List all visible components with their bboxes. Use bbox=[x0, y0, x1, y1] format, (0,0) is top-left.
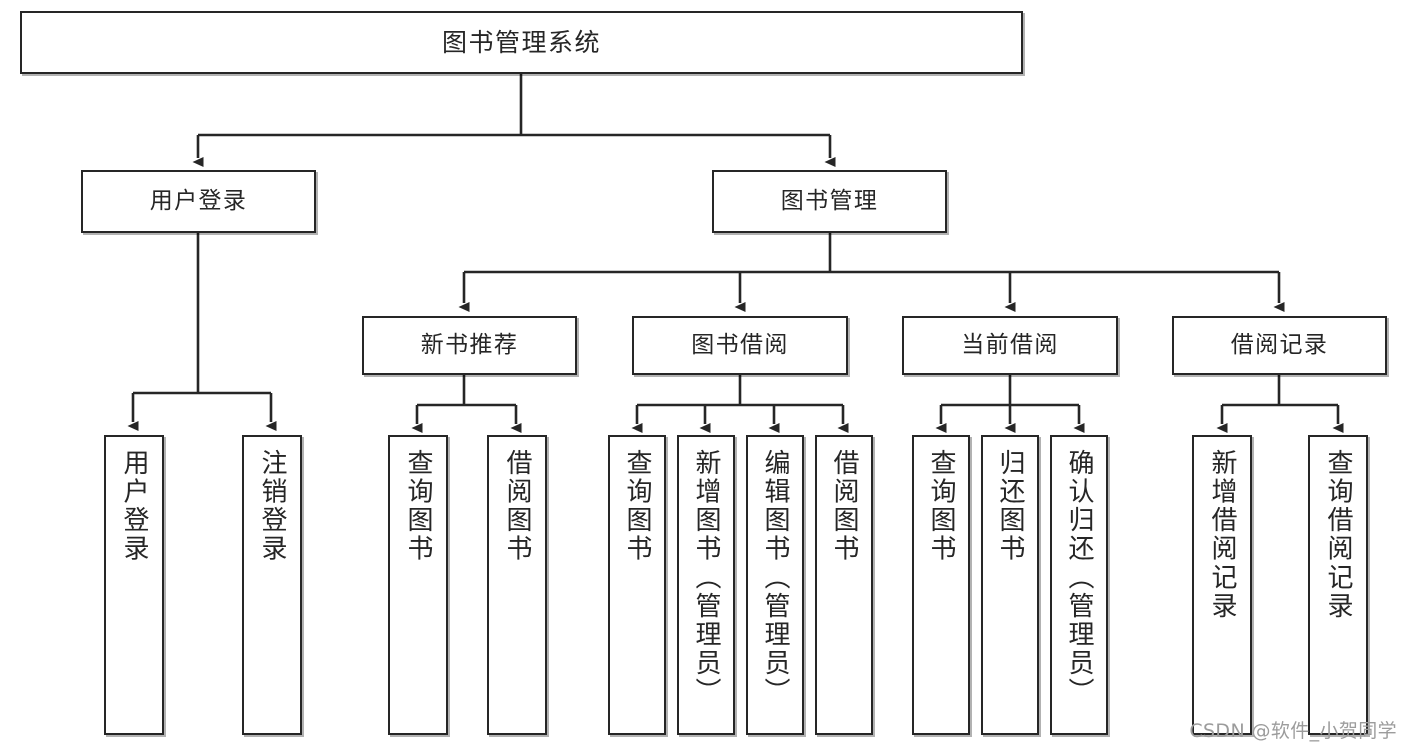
leaf-borrow-add-book-admin[interactable]: 新增图书（管理员） bbox=[677, 435, 735, 735]
node-book-management-label: 图书管理 bbox=[780, 187, 879, 214]
leaf-borrow-add-book-admin-label: 新增图书（管理员） bbox=[691, 449, 721, 707]
leaf-borrow-borrow-book-label: 借阅图书 bbox=[829, 449, 859, 564]
node-user-login-label: 用户登录 bbox=[149, 187, 248, 214]
leaf-current-return-book-label: 归还图书 bbox=[995, 449, 1025, 564]
node-borrow-record-label: 借阅记录 bbox=[1230, 331, 1329, 358]
node-book-management[interactable]: 图书管理 bbox=[712, 170, 947, 233]
leaf-user-logout[interactable]: 注销登录 bbox=[242, 435, 302, 735]
node-book-borrow[interactable]: 图书借阅 bbox=[632, 316, 848, 375]
node-current-borrow[interactable]: 当前借阅 bbox=[902, 316, 1118, 375]
watermark-text: CSDN @软件_小贺同学 bbox=[1189, 720, 1397, 742]
leaf-recommend-query-book-label: 查询图书 bbox=[403, 449, 433, 564]
node-root[interactable]: 图书管理系统 bbox=[20, 11, 1023, 74]
leaf-record-query-borrow-record-label: 查询借阅记录 bbox=[1323, 449, 1353, 621]
leaf-recommend-query-book[interactable]: 查询图书 bbox=[388, 435, 448, 735]
node-user-login[interactable]: 用户登录 bbox=[81, 170, 316, 233]
leaf-current-query-book[interactable]: 查询图书 bbox=[912, 435, 970, 735]
leaf-borrow-query-book[interactable]: 查询图书 bbox=[608, 435, 666, 735]
leaf-current-query-book-label: 查询图书 bbox=[926, 449, 956, 564]
leaf-borrow-query-book-label: 查询图书 bbox=[622, 449, 652, 564]
leaf-borrow-borrow-book[interactable]: 借阅图书 bbox=[815, 435, 873, 735]
node-book-borrow-label: 图书借阅 bbox=[691, 331, 789, 358]
leaf-borrow-edit-book-admin[interactable]: 编辑图书（管理员） bbox=[746, 435, 804, 735]
leaf-user-login-label: 用户登录 bbox=[119, 449, 149, 564]
leaf-current-confirm-return-admin[interactable]: 确认归还（管理员） bbox=[1050, 435, 1108, 735]
leaf-record-add-borrow-record[interactable]: 新增借阅记录 bbox=[1192, 435, 1252, 735]
leaf-record-query-borrow-record[interactable]: 查询借阅记录 bbox=[1308, 435, 1368, 735]
leaf-user-login[interactable]: 用户登录 bbox=[104, 435, 164, 735]
leaf-record-add-borrow-record-label: 新增借阅记录 bbox=[1207, 449, 1237, 621]
node-root-label: 图书管理系统 bbox=[441, 27, 601, 57]
node-new-book-recommend[interactable]: 新书推荐 bbox=[362, 316, 577, 375]
node-current-borrow-label: 当前借阅 bbox=[961, 331, 1059, 358]
leaf-recommend-borrow-book[interactable]: 借阅图书 bbox=[487, 435, 547, 735]
leaf-recommend-borrow-book-label: 借阅图书 bbox=[502, 449, 532, 564]
leaf-current-confirm-return-admin-label: 确认归还（管理员） bbox=[1064, 449, 1094, 707]
node-borrow-record[interactable]: 借阅记录 bbox=[1172, 316, 1387, 375]
leaf-borrow-edit-book-admin-label: 编辑图书（管理员） bbox=[760, 449, 790, 707]
node-new-book-recommend-label: 新书推荐 bbox=[420, 331, 519, 358]
leaf-current-return-book[interactable]: 归还图书 bbox=[981, 435, 1039, 735]
leaf-user-logout-label: 注销登录 bbox=[257, 449, 287, 564]
